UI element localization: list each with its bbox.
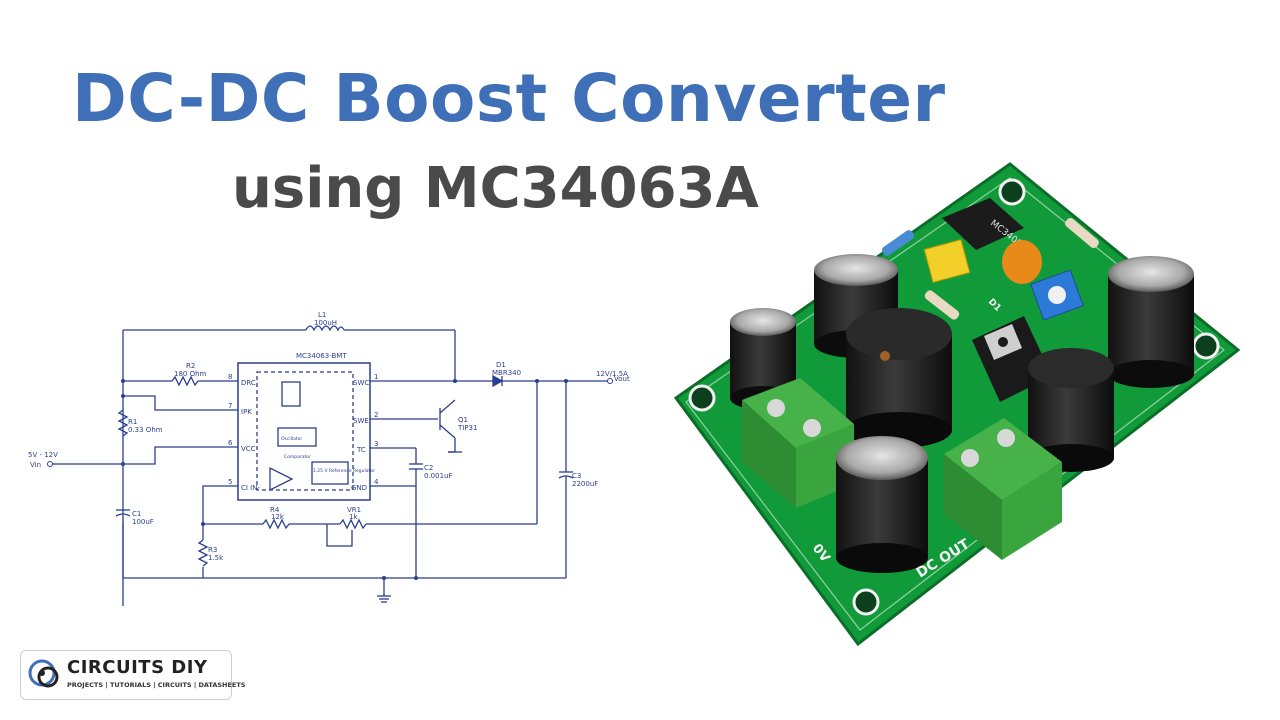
c2-value: 0.001uF <box>424 472 453 480</box>
vin-range: 5V - 12V <box>28 451 58 459</box>
pin-name-swc: SWC <box>353 379 369 387</box>
pin-num-1: 1 <box>374 373 378 381</box>
reference-label: 1.25 V Reference Regulator <box>313 468 375 474</box>
pin-num-4: 4 <box>374 478 379 486</box>
pin-name-drc: DRC <box>241 379 256 387</box>
q1-value: TIP31 <box>457 424 477 432</box>
d1-value: MBR340 <box>492 369 521 377</box>
pin-num-8: 8 <box>228 373 232 381</box>
pin-num-2: 2 <box>374 411 378 419</box>
l1-ref: L1 <box>318 311 326 319</box>
ic-name: MC34063-BMT <box>296 352 347 360</box>
pin-name-swe: SWE <box>353 417 369 425</box>
r2-value: 180 Ohm <box>174 370 207 378</box>
logo-tagline: PROJECTS | TUTORIALS | CIRCUITS | DATASH… <box>67 681 246 689</box>
vout-rating: 12V/1.5A <box>596 370 628 378</box>
vin-label: Vin <box>30 461 41 469</box>
circuits-diy-logo: CIRCUITS DIY PROJECTS | TUTORIALS | CIRC… <box>20 650 245 700</box>
comparator-label: Comparator <box>284 454 311 460</box>
r1-ref: R1 <box>128 418 137 426</box>
c1-ref: C1 <box>132 510 141 518</box>
r1-value: 0.33 Ohm <box>128 426 163 434</box>
pin-name-gnd: GND <box>351 484 367 492</box>
schematic-diagram: L1 100uH R2 180 Ohm R1 0.33 Ohm C1 100uF… <box>28 311 630 606</box>
d1-ref: D1 <box>496 361 506 369</box>
oscillator-label: Oscillator <box>281 436 302 442</box>
title-line-2: using MC34063A <box>232 156 759 221</box>
c1-value: 100uF <box>132 518 154 526</box>
q1-ref: Q1 <box>458 416 468 424</box>
l1-value: 100uH <box>314 319 337 327</box>
capacitor-bottom <box>836 436 928 573</box>
terminal-block-output <box>944 418 1062 560</box>
pin-num-3: 3 <box>374 440 378 448</box>
title-line-1: DC-DC Boost Converter <box>72 60 946 137</box>
vr1-value: 1k <box>349 513 358 521</box>
r3-ref: R3 <box>208 546 217 554</box>
pin-num-6: 6 <box>228 439 233 447</box>
capacitor-right <box>1108 256 1194 388</box>
logo-text: CIRCUITS DIY <box>67 657 208 678</box>
vr1-ref: VR1 <box>347 506 361 514</box>
pin-name-ipk: IPK <box>241 408 252 416</box>
r4-value: 12k <box>271 513 285 521</box>
pin-name-vcc: VCC <box>241 445 256 453</box>
pin-name-ci: CI IN- <box>241 484 260 492</box>
pcb-board-photo: MC34063 <box>673 162 1241 647</box>
pin-num-5: 5 <box>228 478 232 486</box>
inductor-small <box>1028 348 1114 472</box>
r4-ref: R4 <box>270 506 280 514</box>
c2-ref: C2 <box>424 464 433 472</box>
c3-value: 2200uF <box>572 480 598 488</box>
inductor-large <box>846 308 952 448</box>
c3-ref: C3 <box>572 472 581 480</box>
r2-ref: R2 <box>186 362 195 370</box>
pin-num-7: 7 <box>228 402 232 410</box>
pin-name-tc: TC <box>356 446 366 454</box>
logo-icon <box>28 659 59 688</box>
vout-label: Vout <box>614 375 630 383</box>
r3-value: 1.5k <box>208 554 224 562</box>
